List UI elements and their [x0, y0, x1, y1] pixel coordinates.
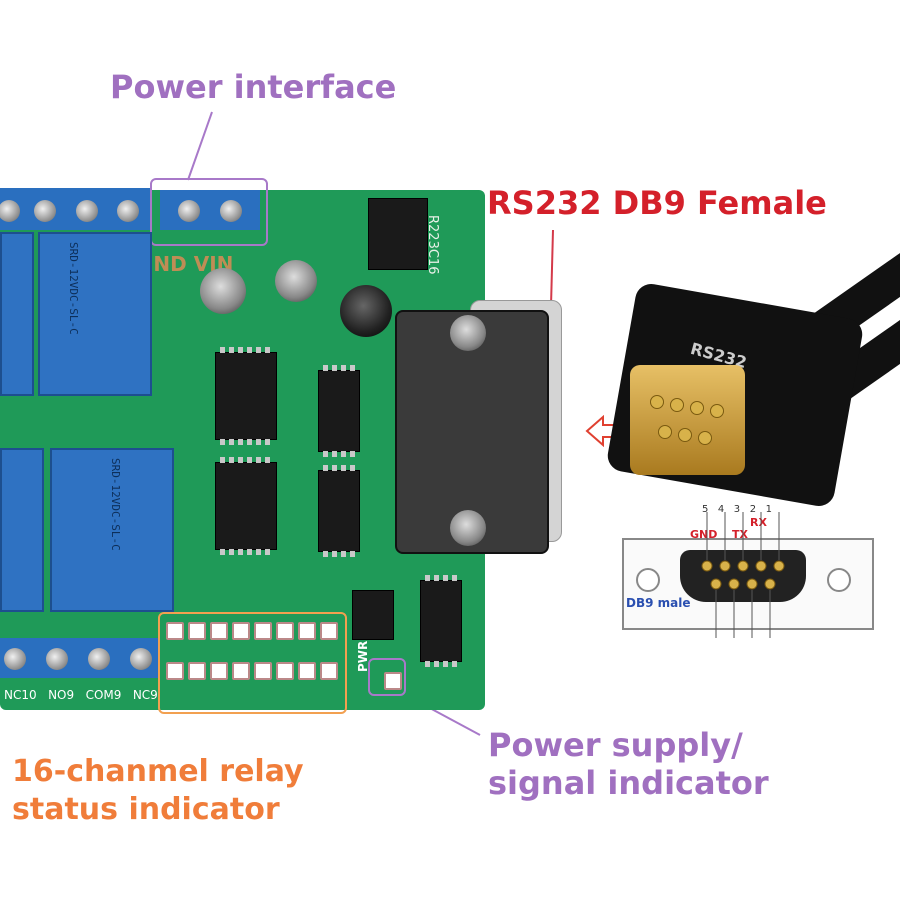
led-row-bottom	[166, 662, 338, 680]
ic-chip	[318, 365, 360, 457]
relay-status-label-line1: 16-chanmel relay	[12, 754, 304, 789]
relay-bottom-left	[0, 448, 44, 612]
bottom-terminal-text: NC10 NO9 COM9 NC9	[4, 688, 158, 702]
pin-dot	[670, 398, 684, 412]
db9-male-diagram: 5 4 3 2 1 GND TX RX DB9 male	[622, 498, 874, 648]
relay-model-text: SRD-12VDC-SL-C	[67, 242, 80, 335]
capacitor	[275, 260, 317, 302]
power-supply-label-line2: signal indicator	[488, 764, 769, 802]
diagram-mount-hole	[827, 568, 851, 592]
db9-male-plug	[630, 365, 745, 475]
screw-icon	[88, 648, 110, 670]
screw-icon	[46, 648, 68, 670]
power-indicator-highlight	[368, 658, 406, 696]
pin-dot	[690, 401, 704, 415]
db9-screw	[450, 315, 486, 351]
power-interface-highlight	[150, 178, 268, 246]
rs232-label: RS232 DB9 Female	[487, 184, 827, 222]
led-row-top	[166, 622, 338, 640]
power-interface-label: Power interface	[110, 68, 397, 106]
screw-icon	[4, 648, 26, 670]
ic-chip	[352, 590, 394, 640]
screw-icon	[130, 648, 152, 670]
screw-icon	[34, 200, 56, 222]
diagram-gnd-label: GND	[690, 528, 718, 541]
diagram-rx-label: RX	[750, 516, 767, 529]
screw-icon	[76, 200, 98, 222]
pwr-led	[384, 672, 402, 690]
power-supply-label-line1: Power supply/	[488, 726, 743, 764]
ic-chip	[215, 347, 277, 445]
diagram-tx-label: TX	[732, 528, 748, 541]
power-terminal-block	[160, 190, 260, 230]
relay-status-label-line2: status indicator	[12, 792, 280, 827]
capacitor	[200, 268, 246, 314]
relay-top-left	[0, 232, 34, 396]
regulator-chip	[368, 198, 428, 270]
relay-status-led-highlight	[158, 612, 347, 714]
relay-bottom: SRD-12VDC-SL-C	[50, 448, 174, 612]
diagram-db9-male-label: DB9 male	[626, 596, 691, 610]
diagram-pins	[701, 512, 785, 638]
screw-icon	[0, 200, 20, 222]
pin-dot	[698, 431, 712, 445]
screw-icon	[178, 200, 200, 222]
ic-chip	[215, 457, 277, 555]
screw-icon	[117, 200, 139, 222]
diagram-mount-hole	[636, 568, 660, 592]
db9-screw	[450, 510, 486, 546]
ic-chip	[318, 465, 360, 557]
module-code-text: R223C16	[425, 215, 440, 275]
capacitor	[340, 285, 392, 337]
relay-top: SRD-12VDC-SL-C	[38, 232, 152, 396]
pin-dot	[678, 428, 692, 442]
relay-model-text: SRD-12VDC-SL-C	[109, 458, 122, 551]
pin-dot	[658, 425, 672, 439]
diagram-pin-numbers: 5 4 3 2 1	[702, 504, 772, 515]
screw-icon	[220, 200, 242, 222]
db9-female-connector	[395, 310, 549, 554]
pin-dot	[710, 404, 724, 418]
ic-chip	[420, 575, 462, 667]
pin-dot	[650, 395, 664, 409]
